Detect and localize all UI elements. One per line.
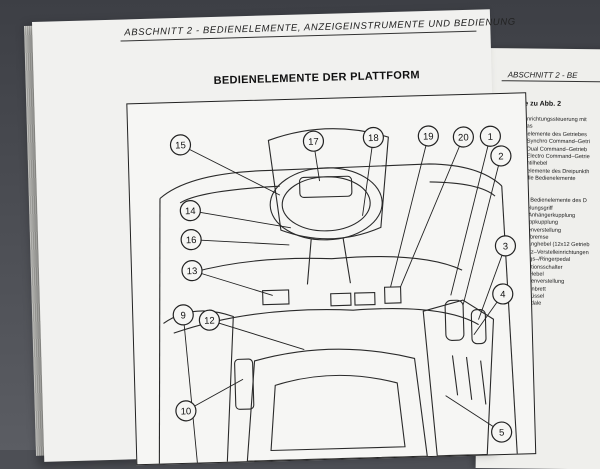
platform-drawing: 15 17 18 19 20 12 14 16 13 3 9 12 4 10 5 <box>158 125 518 464</box>
cab-frame-top <box>159 163 503 199</box>
driver-seat <box>246 348 428 462</box>
cab-pillar-right <box>501 185 518 454</box>
callout-label: 3 <box>503 241 509 252</box>
steering-wheel-inner <box>281 176 371 232</box>
callout-label: 14 <box>185 206 196 217</box>
armrest-left <box>234 358 255 410</box>
floor-edge <box>191 256 463 274</box>
callout-label: 1 <box>488 132 494 143</box>
callout-20: 20 <box>452 126 474 148</box>
dashboard <box>267 128 389 240</box>
steering-column <box>306 238 351 285</box>
page-heading: BEDIENELEMENTE DER PLATTFORM <box>213 69 421 87</box>
brake-pedal-left <box>330 292 352 307</box>
seat-cushion <box>270 374 406 452</box>
callout-label: 9 <box>180 310 186 321</box>
rail-right <box>429 181 496 197</box>
callout-13: 13 <box>181 260 203 282</box>
console-lever-2 <box>470 309 487 345</box>
callout-3: 3 <box>494 235 517 257</box>
callout-label: 4 <box>500 289 506 300</box>
callout-12: 12 <box>198 309 220 331</box>
callout-label: 19 <box>423 131 434 142</box>
callout-label: 20 <box>458 132 469 143</box>
callout-label: 16 <box>186 235 197 246</box>
callout-label: 17 <box>308 137 319 148</box>
clutch-pedal <box>262 289 290 306</box>
callout-label: 12 <box>204 316 215 327</box>
callout-9: 9 <box>172 304 194 326</box>
right-page-rule <box>501 80 600 83</box>
callout-layer: 15 17 18 19 20 12 14 16 13 3 9 12 4 10 5 <box>169 125 517 443</box>
callout-label: 15 <box>175 140 186 151</box>
callout-label: 10 <box>181 406 192 417</box>
left-page: ABSCHNITT 2 - BEDIENELEMENTE, ANZEIGEINS… <box>32 9 537 466</box>
callout-17: 17 <box>302 130 325 152</box>
console-levers <box>451 355 487 405</box>
callout-label: 5 <box>499 427 505 438</box>
right-console <box>422 299 495 457</box>
callout-10: 10 <box>175 400 197 422</box>
callout-16: 16 <box>180 229 202 251</box>
callout-19: 19 <box>417 125 439 147</box>
callout-label: 18 <box>368 133 379 144</box>
callout-5: 5 <box>491 421 513 443</box>
callout-2: 2 <box>490 145 512 167</box>
right-page-section-header: ABSCHNITT 2 - BE <box>507 70 578 81</box>
callout-label: 2 <box>498 151 504 162</box>
callout-14: 14 <box>179 200 201 222</box>
console-lever-1 <box>444 299 465 341</box>
cab-pillar-left <box>158 198 161 464</box>
brake-pedal-right <box>354 291 376 306</box>
callout-label: 13 <box>187 266 198 277</box>
callout-15: 15 <box>169 134 192 156</box>
steering-wheel <box>269 167 383 241</box>
wheel-guard-left <box>163 310 234 462</box>
rail-left <box>179 185 280 204</box>
callout-18: 18 <box>362 126 384 149</box>
instrument-cluster <box>299 175 353 199</box>
callout-1: 1 <box>479 125 501 147</box>
floor-mat <box>173 308 479 334</box>
callout-4: 4 <box>492 283 514 305</box>
accelerator-pedal <box>383 286 402 304</box>
